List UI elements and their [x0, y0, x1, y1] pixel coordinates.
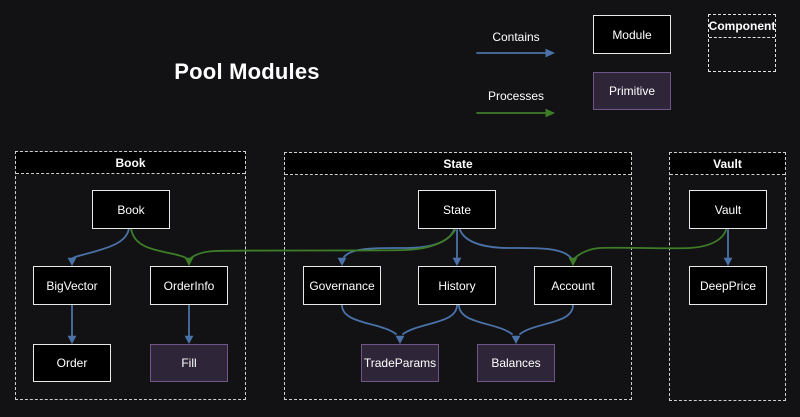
node-governance-label: Governance	[309, 278, 375, 293]
node-orderinfo: OrderInfo	[150, 266, 228, 305]
node-orderinfo-label: OrderInfo	[163, 278, 215, 293]
node-book-label: Book	[117, 202, 145, 217]
node-fill: Fill	[150, 344, 228, 382]
container-book: Book	[15, 151, 246, 400]
node-vault: Vault	[689, 190, 767, 229]
container-state-header: State	[285, 153, 631, 175]
node-state: State	[418, 190, 496, 229]
node-account: Account	[534, 266, 612, 305]
node-order: Order	[33, 344, 111, 382]
node-deepprice: DeepPrice	[689, 266, 767, 305]
legend-module-label: Module	[612, 27, 652, 42]
node-tradeparams: TradeParams	[361, 344, 439, 382]
node-order-label: Order	[56, 356, 88, 370]
node-history-label: History	[438, 278, 476, 293]
legend-component-label: Component	[709, 15, 775, 38]
legend-processes-label: Processes	[487, 89, 545, 103]
container-vault-header: Vault	[670, 153, 785, 175]
container-state: State	[284, 152, 632, 400]
node-tradeparams-label: TradeParams	[363, 356, 437, 370]
node-bigvector-label: BigVector	[46, 278, 98, 293]
node-vault-label: Vault	[714, 202, 742, 217]
node-bigvector: BigVector	[33, 266, 111, 305]
node-book: Book	[92, 190, 170, 229]
container-vault: Vault	[669, 152, 786, 401]
node-governance: Governance	[303, 266, 381, 305]
node-fill-label: Fill	[181, 356, 197, 370]
legend-primitive-node: Primitive	[593, 72, 671, 110]
legend-module-node: Module	[593, 15, 671, 54]
node-balances: Balances	[477, 344, 555, 382]
page-title: Pool Modules	[174, 59, 320, 84]
node-history: History	[418, 266, 496, 305]
legend-component-box: Component	[708, 14, 776, 72]
node-account-label: Account	[551, 278, 595, 293]
legend-primitive-label: Primitive	[608, 84, 655, 98]
legend-contains-arrow	[476, 48, 555, 58]
legend-contains-label: Contains	[492, 30, 540, 44]
node-state-label: State	[442, 202, 472, 217]
legend-processes-arrow	[476, 108, 555, 118]
node-deepprice-label: DeepPrice	[699, 278, 757, 293]
node-balances-label: Balances	[491, 356, 541, 370]
container-book-header: Book	[16, 152, 245, 174]
